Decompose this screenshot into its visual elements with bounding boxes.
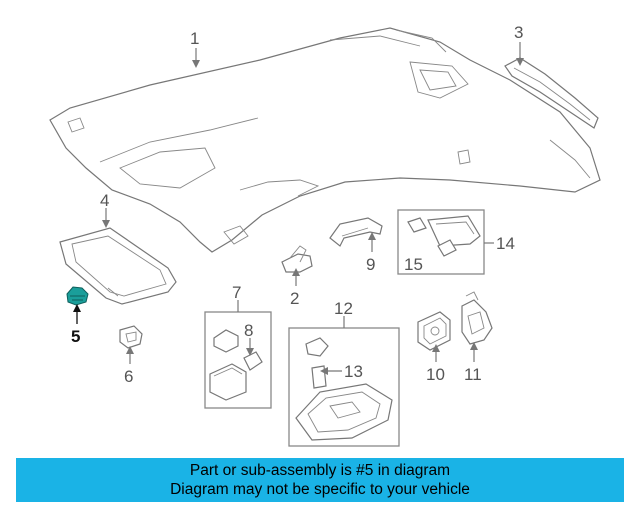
label-4: 4 [100,191,109,210]
dome-lamp-box [288,327,400,447]
banner-line-2: Diagram may not be specific to your vehi… [170,481,470,498]
label-8: 8 [244,321,253,340]
assist-grip-part [329,217,383,247]
label-12: 12 [334,299,353,318]
bracket-part [461,291,493,345]
label-13: 13 [344,362,363,381]
pillar-garnish-part [504,57,599,129]
sun-visor-holder-part [66,286,89,306]
label-2: 2 [290,289,299,308]
label-10: 10 [426,365,445,384]
label-3: 3 [514,23,523,42]
info-banner: Part or sub-assembly is #5 in diagram Di… [16,458,624,502]
sun-visor-part [59,227,177,305]
holder-clip-part [119,325,143,349]
label-15: 15 [404,255,423,274]
switch-part [417,311,451,351]
label-7: 7 [232,283,241,302]
lamp-kit-box [204,311,272,409]
label-11: 11 [464,365,482,384]
label-5: 5 [71,327,80,346]
banner-line-1: Part or sub-assembly is #5 in diagram [189,462,451,479]
clip-part [281,245,313,273]
label-1: 1 [190,29,199,48]
label-14: 14 [496,234,515,253]
label-9: 9 [366,255,375,274]
headliner-part [49,27,601,253]
label-6: 6 [124,367,133,386]
leader-lines [73,42,524,375]
parts-diagram: 1 3 4 5 6 2 9 7 8 12 13 14 15 10 11 [49,23,601,447]
map-lamp-box [397,209,485,275]
